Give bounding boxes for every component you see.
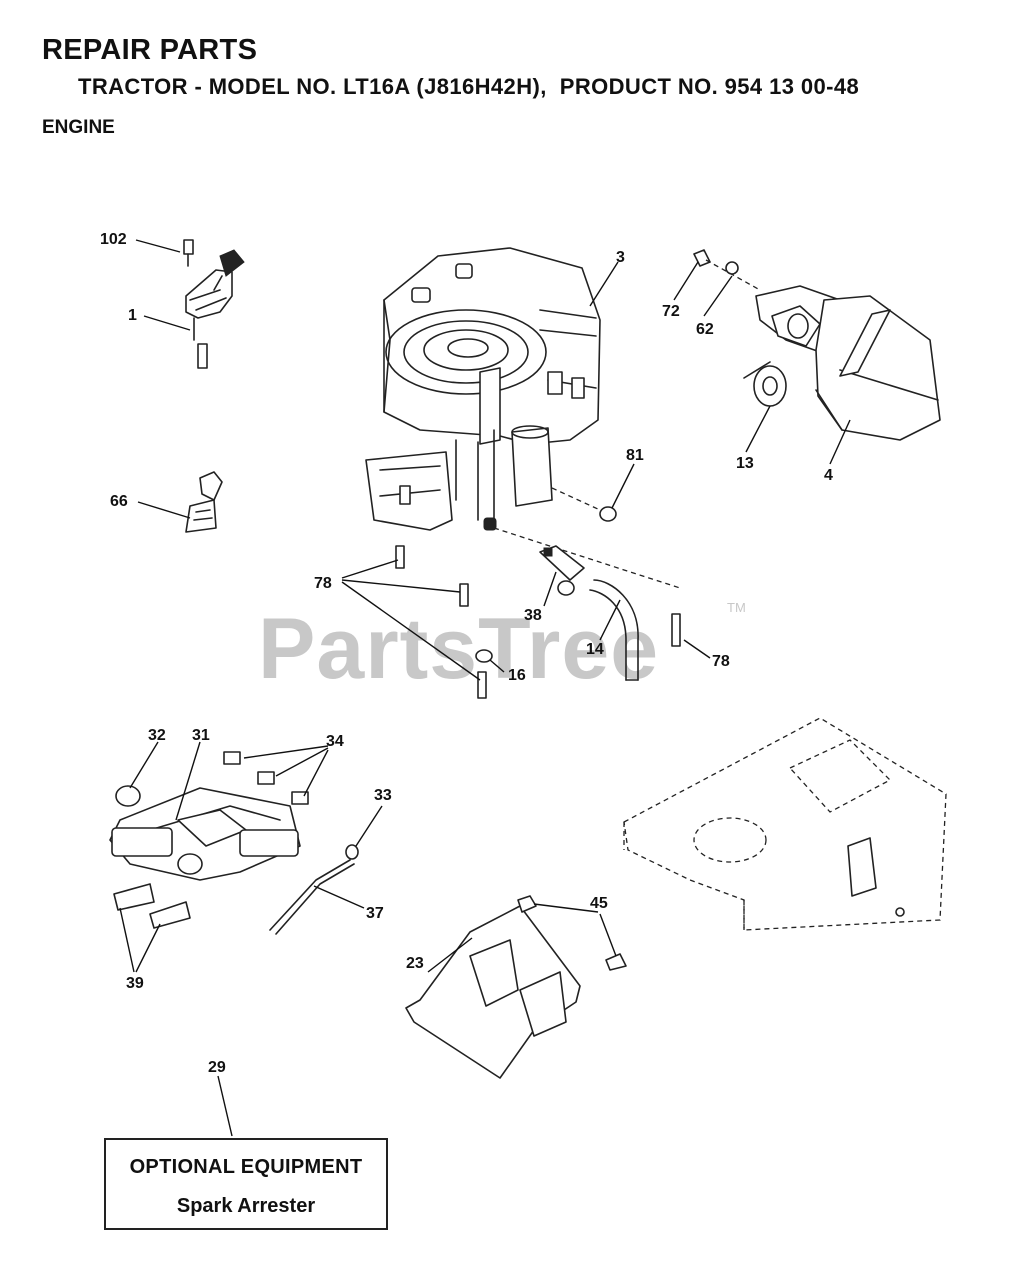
model-subtitle: TRACTOR - MODEL NO. LT16A (J816H42H), PR… [78,74,860,99]
callout-78-bolt: 78 [712,653,730,670]
callout-66: 66 [110,493,128,510]
callout-39: 39 [126,975,144,992]
part-81-nut [599,506,617,522]
callout-62: 62 [696,321,714,338]
callout-16: 16 [508,667,526,684]
callout-72: 72 [662,303,680,320]
callout-1: 1 [128,307,137,324]
callout-34: 34 [326,733,344,750]
page-title: REPAIR PARTS [42,34,258,66]
part-66-clip [185,471,223,533]
callout-81: 81 [626,447,644,464]
leader-lines [119,239,851,1137]
callout-45: 45 [590,895,608,912]
optional-equipment-title: OPTIONAL EQUIPMENT [129,1156,363,1178]
section-heading: ENGINE [42,117,115,138]
part-78-bolts [395,545,681,699]
callout-13: 13 [736,455,754,472]
part-frame [623,717,947,931]
part-23-shield [405,895,627,1079]
optional-equipment-box: OPTIONAL EQUIPMENT Spark Arrester [104,1138,388,1230]
part-muffler-assembly [693,249,941,441]
part-31-engine-mount [109,751,309,929]
watermark-text: PartsTree [258,601,659,697]
part-38-drain-valve [539,545,585,596]
part-3-engine [365,247,681,589]
part-throttle-control [183,239,245,369]
callout-23: 23 [406,955,424,972]
callout-4: 4 [824,467,833,484]
callout-33: 33 [374,787,392,804]
callout-labels: 102 1 66 3 72 62 13 4 81 78 38 14 78 16 … [100,231,833,1076]
part-14-drain-hose [589,579,639,681]
callout-78-bolts: 78 [314,575,332,592]
part-37-rod [269,844,359,935]
watermark-tm: TM [727,600,746,615]
callout-3: 3 [616,249,625,266]
callout-31: 31 [192,727,210,744]
callout-37: 37 [366,905,384,922]
watermark: PartsTree TM [258,600,746,697]
callout-29: 29 [208,1059,226,1076]
optional-equipment-item: Spark Arrester [176,1195,316,1217]
callout-14: 14 [586,641,604,658]
callout-32: 32 [148,727,166,744]
callout-102: 102 [100,231,127,248]
callout-38: 38 [524,607,542,624]
part-16-washer [475,649,493,663]
